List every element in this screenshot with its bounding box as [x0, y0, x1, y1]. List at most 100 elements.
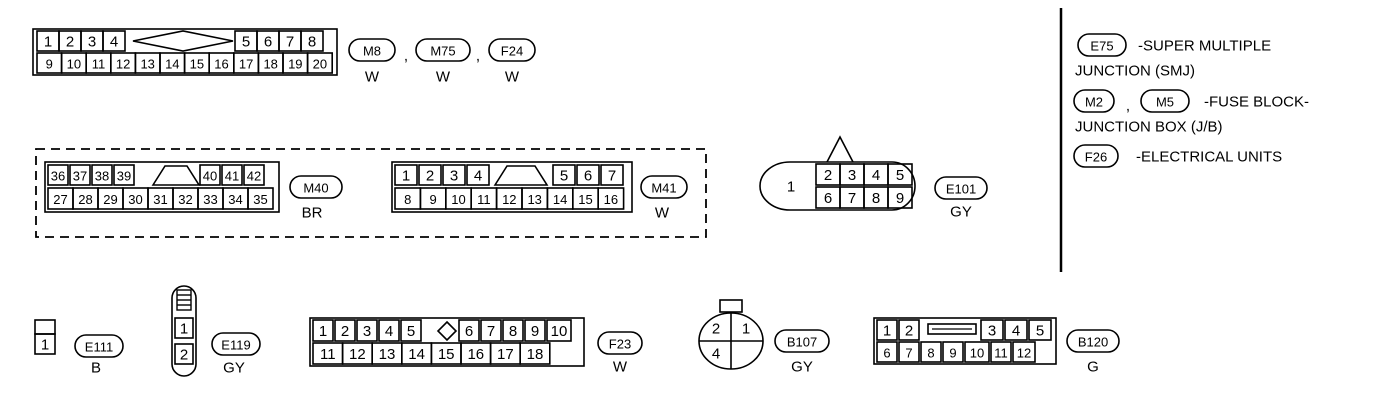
keyway-shape [132, 30, 234, 52]
connector-tag: M2 [1085, 95, 1103, 110]
pin-cell [47, 164, 69, 186]
pin-cell [458, 319, 480, 342]
pin-label: 9 [429, 192, 436, 207]
pin-label: 16 [604, 192, 618, 207]
pin-label: 15 [190, 57, 204, 72]
connector-tag-oval [488, 38, 536, 62]
pin-label: 14 [165, 57, 179, 72]
pin-label: 5 [242, 34, 250, 51]
connector-tag: B120 [1078, 335, 1108, 350]
pin-label: 3 [88, 34, 96, 51]
wire-color-label: BR [302, 205, 323, 222]
pin-cell [887, 186, 913, 209]
connector-tag-oval [934, 176, 988, 200]
connector-tag-oval [774, 329, 830, 353]
pin-label: 1 [742, 321, 750, 338]
pin-label: 14 [408, 346, 425, 363]
pin-label: 9 [896, 190, 904, 207]
connector-frame [44, 161, 280, 213]
pin-label: 11 [92, 57, 106, 72]
pin-label: 12 [349, 346, 366, 363]
pin-label: 17 [497, 346, 514, 363]
pin-label: 10 [551, 323, 568, 340]
pin-cell [243, 164, 265, 186]
connector-housing [759, 161, 916, 211]
pin-label: 1 [319, 323, 327, 340]
pin-label: 29 [103, 192, 117, 207]
keyway-shape [151, 165, 201, 186]
wire-color-label: G [1087, 359, 1099, 376]
pin-label: 4 [1012, 323, 1020, 340]
pin-label: 2 [824, 167, 832, 184]
pin-cell [34, 333, 56, 355]
connector-tag: F26 [1085, 150, 1107, 165]
pin-cell [378, 319, 400, 342]
pin-label: 4 [385, 323, 393, 340]
pin-cell [898, 319, 920, 341]
pin-label: 15 [438, 346, 455, 363]
pin-label: 34 [228, 192, 242, 207]
pin-cell [1004, 319, 1028, 341]
pin-cell [964, 341, 990, 363]
polarity-mark [826, 135, 854, 163]
pin-cell [102, 30, 126, 52]
pin-label: 8 [509, 323, 517, 340]
pin-label: 35 [253, 192, 267, 207]
pin-cell [990, 341, 1012, 363]
pin-label: 13 [379, 346, 396, 363]
pin-cell [552, 164, 576, 186]
pin-label: 6 [264, 34, 272, 51]
pin-label: 1 [402, 168, 410, 185]
pin-label: 41 [225, 169, 239, 184]
pin-label: 2 [180, 347, 188, 364]
connector-tag: B107 [787, 335, 817, 350]
pin-label: 12 [1017, 346, 1031, 361]
pin-label: 18 [263, 57, 277, 72]
connector-tag-oval [1066, 329, 1120, 353]
connector-tag-oval [74, 334, 124, 358]
pin-label: 7 [848, 190, 856, 207]
wire-color-label: W [436, 69, 451, 86]
pin-label: 1 [883, 323, 891, 340]
connector-tag: E101 [946, 182, 976, 197]
pin-label: 6 [824, 190, 832, 207]
connector-tag-oval [348, 38, 396, 62]
legend-text: -ELECTRICAL UNITS [1136, 149, 1282, 166]
pin-label: 7 [487, 323, 495, 340]
pin-label: 16 [467, 346, 484, 363]
pin-label: 5 [1036, 323, 1044, 340]
pin-label: 5 [896, 167, 904, 184]
pin-label: 9 [46, 57, 53, 72]
pin-label: 3 [450, 168, 458, 185]
pin-label: 8 [872, 190, 880, 207]
wire-color-label: W [365, 69, 380, 86]
pin-label: 1 [180, 321, 188, 338]
connector-frame [32, 28, 338, 76]
connector-tag-oval [1073, 89, 1115, 113]
connector-tag: M40 [303, 181, 328, 196]
pin-cell [306, 52, 334, 74]
keyway-shape [436, 320, 458, 342]
pin-label: 11 [320, 346, 336, 363]
connector-latch [34, 319, 56, 335]
connector-tag: M8 [363, 44, 381, 59]
pin-label: 13 [140, 57, 154, 72]
pin-label: 39 [117, 169, 131, 184]
pin-label: 4 [110, 34, 118, 51]
pin-label: 19 [288, 57, 302, 72]
pin-cell [418, 164, 442, 186]
pin-cell [524, 319, 546, 342]
connector-tag: E111 [85, 340, 113, 355]
pin-label: 6 [584, 168, 592, 185]
pin-cell [356, 319, 378, 342]
pin-label: 10 [451, 192, 465, 207]
pin-cell [519, 342, 551, 365]
pin-cell [300, 30, 324, 52]
pin-cell [942, 341, 964, 363]
pin-cell [247, 187, 274, 210]
